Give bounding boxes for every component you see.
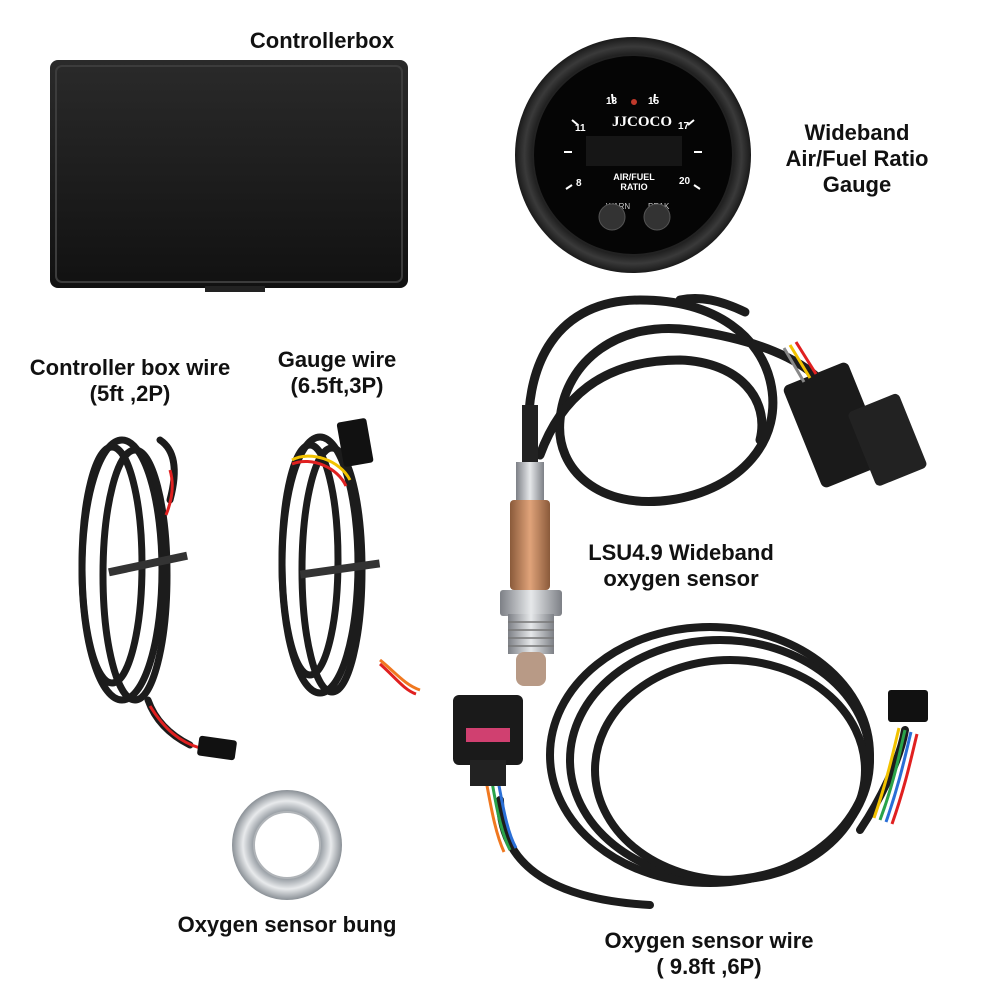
afr-gauge: WARN PEAK: [515, 37, 751, 273]
sensor-harness-cable: [524, 294, 825, 506]
controller-box: [50, 60, 408, 292]
scale-13: 13: [606, 96, 618, 107]
controller-wire-tie: [108, 551, 188, 577]
gauge-ticks: [564, 93, 702, 190]
lcd-display: [586, 136, 682, 166]
gauge-display-label: AIR/FUEL RATIO: [613, 172, 655, 192]
gauge-brand: JJCOCO: [612, 114, 672, 130]
label-controller-box: Controllerbox: [249, 28, 395, 53]
oxygen-sensor-wire: [496, 623, 909, 909]
controller-wire-connector: [197, 735, 237, 761]
label-gauge-wire: Gauge wire (6.5ft,3P): [277, 347, 397, 398]
oxygen-sensor: [500, 405, 562, 686]
sensor-wire-connector-4p: [453, 695, 523, 786]
label-oxygen-sensor: LSU4.9 Wideband oxygen sensor: [588, 540, 774, 591]
label-oxygen-sensor-wire: Oxygen sensor wire ( 9.8ft ,6P): [604, 928, 814, 979]
sensor-connector: [782, 341, 927, 488]
peak-button[interactable]: [643, 203, 671, 231]
label-bung: Oxygen sensor bung: [177, 912, 397, 937]
gauge-wire-tie: [299, 559, 381, 579]
scale-17: 17: [678, 121, 690, 132]
warn-button[interactable]: [598, 203, 626, 231]
scale-11: 11: [575, 123, 586, 134]
controller-box-wire: [78, 436, 194, 749]
label-gauge: Wideband Air/Fuel Ratio Gauge: [785, 120, 929, 197]
gauge-wire-connector: [336, 418, 374, 467]
label-controller-wire: Controller box wire (5ft ,2P): [29, 355, 231, 406]
oxygen-sensor-bung: [232, 790, 342, 900]
scale-20: 20: [679, 176, 691, 187]
sensor-wire-connector-6p: [888, 690, 928, 722]
scale-8: 8: [576, 178, 582, 189]
scale-15: 15: [648, 96, 660, 107]
